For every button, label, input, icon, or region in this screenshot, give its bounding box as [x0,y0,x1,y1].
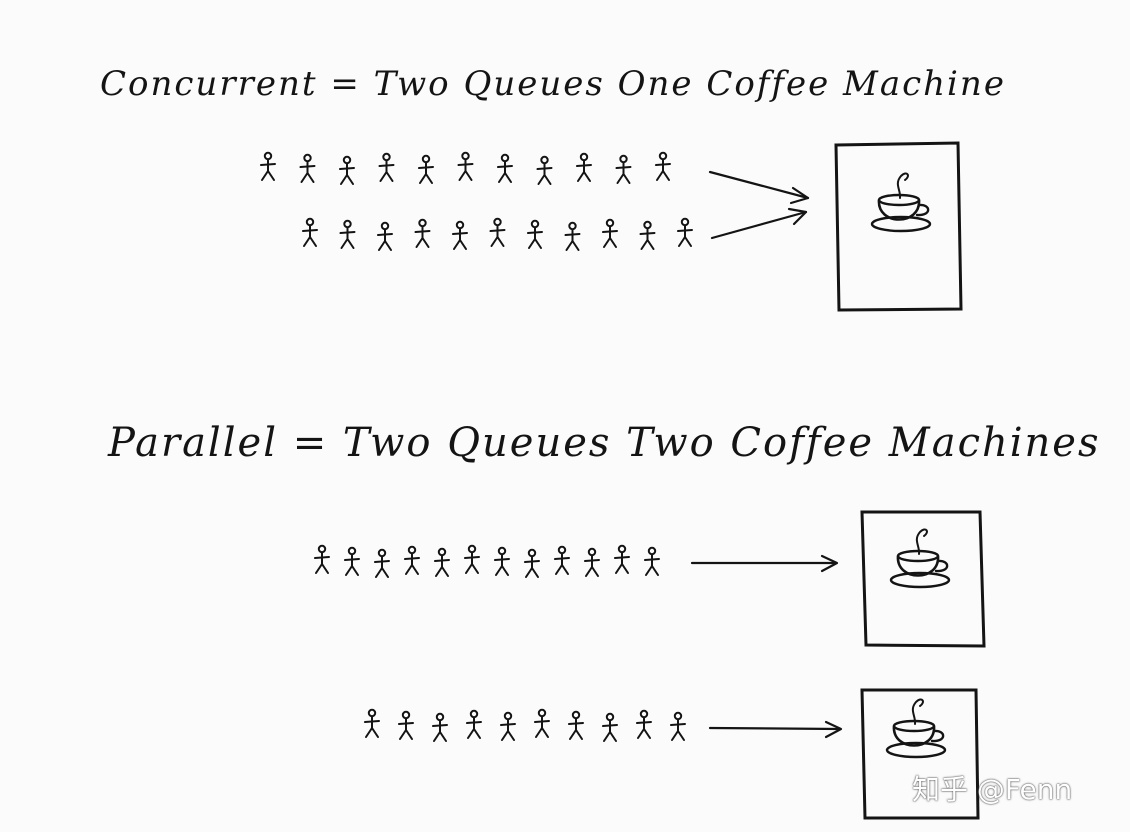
stick-figure-icon [636,709,652,739]
stick-figure-icon [564,221,581,251]
stick-figure-icon [457,151,474,181]
stick-figure-icon [639,220,656,250]
queues-layer [260,151,693,742]
stick-figure-icon [464,544,480,574]
coffee-cup-icon [870,172,932,233]
stick-figure-icon [615,154,632,184]
stick-figure-icon [554,545,570,575]
stick-figure-icon [378,152,395,182]
concurrent-title: Concurrent = Two Queues One Coffee Machi… [100,64,1006,104]
stick-figure-icon [260,151,276,181]
stick-figure-icon [314,544,330,574]
stick-figure-icon [644,546,660,576]
concurrent-queue-2 [302,217,693,251]
stick-figure-icon [339,155,355,185]
stick-figure-icon [524,548,540,578]
arrow-right-icon [710,207,808,240]
stick-figure-icon [404,545,420,575]
watermark: 知乎 @Fenn [912,773,1073,806]
stick-figure-icon [344,546,360,576]
stick-figure-icon [398,710,414,740]
coffee-machine-icon [860,688,980,820]
stick-figure-icon [299,153,316,183]
arrow-right-icon [708,170,810,205]
stick-figure-icon [500,711,516,741]
stick-figure-icon [466,709,482,739]
parallel-queue-2 [364,708,686,742]
stick-figure-icon [339,219,356,249]
stick-figure-icon [497,153,513,183]
coffee-machine-icon [834,141,963,312]
stick-figure-icon [602,218,618,248]
arrow-right-icon [708,720,843,739]
stick-figure-icon [302,217,318,247]
stick-figure-icon [568,710,584,740]
parallel-title: Parallel = Two Queues Two Coffee Machine… [108,420,1101,466]
stick-figure-icon [576,152,592,182]
stick-figure-icon [418,154,434,184]
stick-figure-icon [377,221,393,251]
stick-figure-icon [452,220,468,250]
coffee-cup-icon [889,528,951,589]
stick-figure-icon [655,151,671,181]
stick-figure-icon [414,218,431,248]
stick-figure-icon [677,217,693,247]
stick-figure-icon [494,546,510,576]
stick-figure-icon [614,544,630,574]
stick-figure-icon [364,708,380,738]
stick-figure-icon [489,217,506,247]
arrow-right-icon [690,554,839,573]
coffee-machine-icon [860,510,986,648]
stick-figure-icon [432,712,448,742]
stick-figure-icon [534,708,550,738]
stick-figure-icon [434,547,450,577]
stick-figure-icon [374,548,390,578]
stick-figure-icon [602,712,618,742]
coffee-cup-icon [885,698,947,759]
stick-figure-icon [527,219,543,249]
parallel-queue-1 [314,544,660,578]
concurrent-queue-1 [260,151,671,185]
stick-figure-icon [584,547,600,577]
stick-figure-icon [536,155,553,185]
stick-figure-icon [670,711,686,741]
